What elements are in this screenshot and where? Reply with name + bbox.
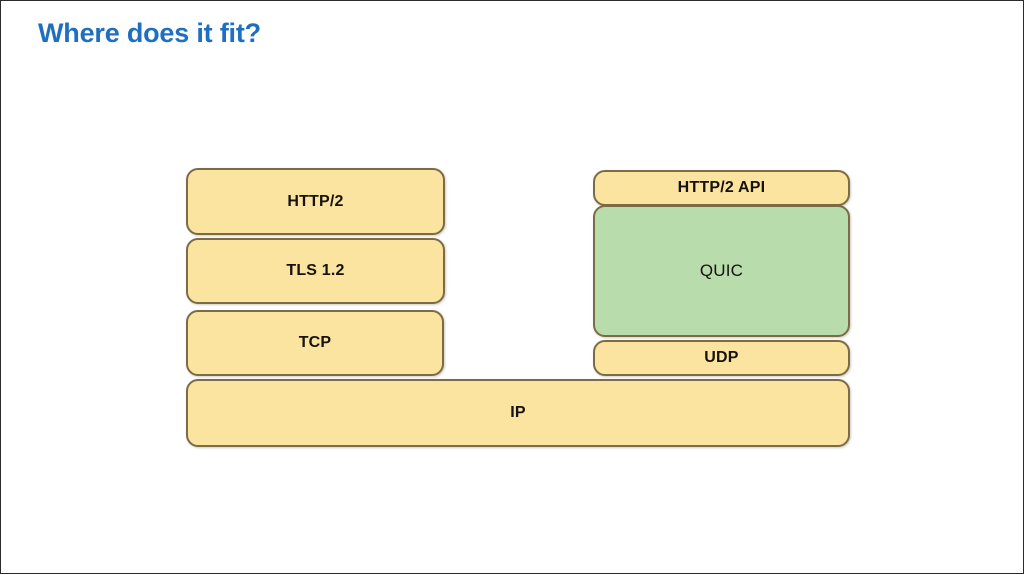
layer-box-tcp: TCP xyxy=(186,310,444,376)
layer-box-http2: HTTP/2 xyxy=(186,168,445,235)
layer-box-http2-api: HTTP/2 API xyxy=(593,170,850,206)
layer-label-ip: IP xyxy=(510,404,526,421)
layer-box-tls: TLS 1.2 xyxy=(186,238,445,304)
layer-label-http2-api: HTTP/2 API xyxy=(677,179,766,196)
layer-box-udp: UDP xyxy=(593,340,850,376)
layer-box-ip: IP xyxy=(186,379,850,447)
layer-label-quic: QUIC xyxy=(699,261,744,280)
layer-label-tcp: TCP xyxy=(298,334,332,351)
layer-box-quic: QUIC xyxy=(593,205,850,337)
page-title: Where does it fit? xyxy=(38,18,261,48)
layer-label-udp: UDP xyxy=(704,349,739,366)
layer-label-http2: HTTP/2 xyxy=(287,192,344,210)
layer-label-tls: TLS 1.2 xyxy=(286,262,345,279)
